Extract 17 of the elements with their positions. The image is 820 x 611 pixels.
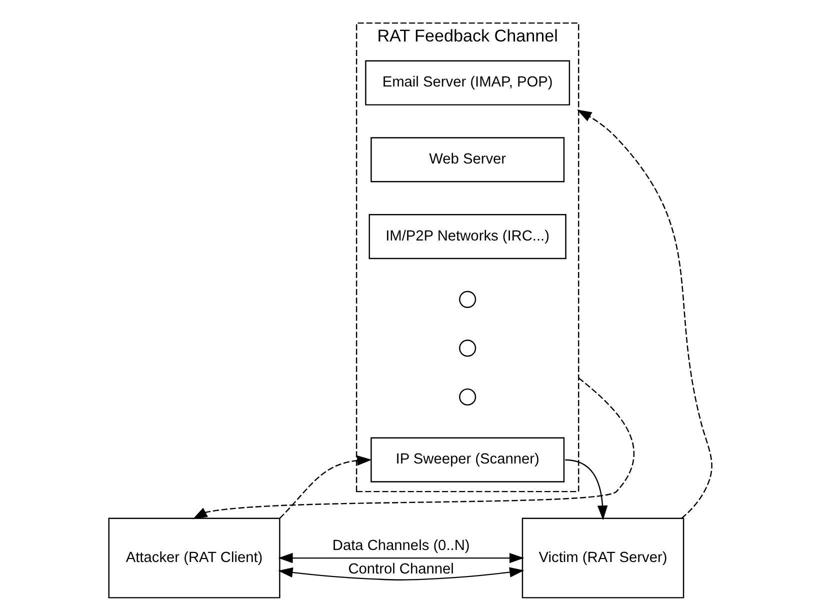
node-circle: [458, 290, 476, 308]
node-box: Email Server (IMAP, POP): [364, 60, 570, 106]
arrow: [564, 459, 608, 520]
arrow: [576, 110, 712, 519]
node-box: Attacker (RAT Client): [108, 518, 280, 598]
node-box: Victim (RAT Server): [521, 518, 684, 598]
arrow: [278, 552, 524, 564]
node-box: IP Sweeper (Scanner): [370, 437, 564, 482]
arrow: [278, 567, 524, 580]
node-circle: [458, 340, 476, 357]
edge-label: Control Channel: [348, 561, 454, 578]
node-box: Web Server: [370, 137, 564, 182]
node-circle: [458, 388, 476, 406]
arrow: [192, 377, 634, 520]
node-box: IM/P2P Networks (IRC...): [368, 214, 566, 260]
arrow: [278, 455, 372, 519]
edge-label: Data Channels (0..N): [332, 538, 470, 554]
